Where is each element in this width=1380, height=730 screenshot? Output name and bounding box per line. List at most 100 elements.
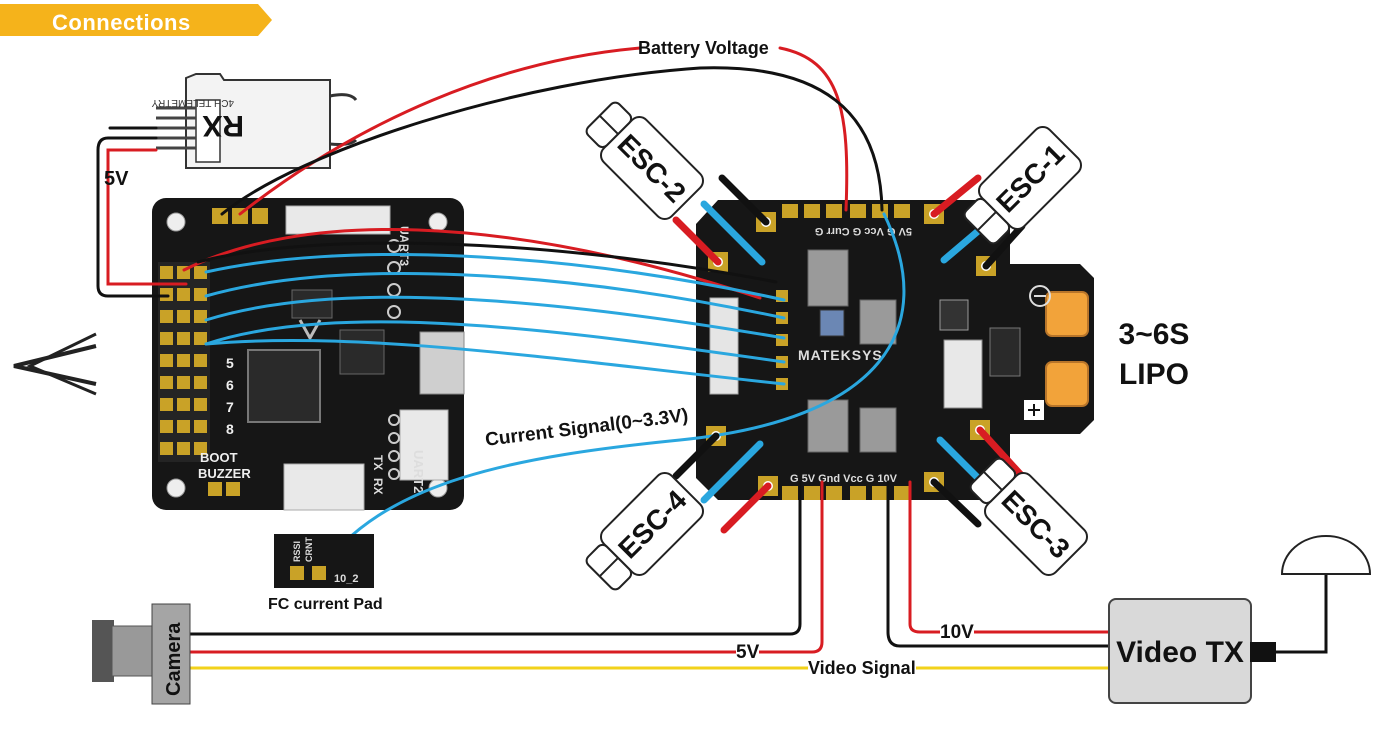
- fc-tx-label: TX: [371, 455, 385, 470]
- pdb-top-pad: [894, 204, 910, 218]
- fc-uart2-pad: [388, 414, 400, 426]
- fc-current-pad-photo: RSSI CRNT 10_2: [274, 534, 374, 588]
- video-signal-label: Video Signal: [808, 658, 916, 679]
- fc-pin-pad: [160, 332, 173, 345]
- fc-pin-pad: [177, 288, 190, 301]
- fc-pin-pad: [160, 354, 173, 367]
- pdb-top-pad-labels: 5V G Vcc G Curr G: [815, 225, 912, 237]
- fc-pin-number: 8: [226, 421, 234, 437]
- vtx-10v-label: 10V: [940, 622, 974, 644]
- wires: [96, 46, 1328, 670]
- esc-body: ESC-4: [585, 471, 705, 591]
- vtx-connector-icon: [1250, 642, 1276, 662]
- esc-wire: [672, 216, 722, 266]
- fc-pin-pad: [177, 332, 190, 345]
- fc-current-pad-label: FC current Pad: [268, 596, 383, 613]
- fc-pin-number: 5: [226, 355, 234, 371]
- rx-5v-label: 5V: [104, 168, 129, 190]
- esc-4: ESC-4: [585, 432, 772, 591]
- pdb-bottom-pad: [782, 486, 798, 500]
- esc-lead-divider: [976, 211, 997, 232]
- camera-label: Camera: [163, 622, 185, 696]
- pdb-top-pad: [782, 204, 798, 218]
- fc-pin-pad: [194, 288, 207, 301]
- fc-side-connector: [399, 409, 449, 481]
- esc-lead-divider: [598, 557, 619, 578]
- pdb-bottom-pad: [804, 486, 820, 500]
- fc-pin-pad: [160, 420, 173, 433]
- pdb-top-pad: [804, 204, 820, 218]
- esc-wire: [982, 222, 1026, 270]
- fc-pin-pad: [194, 266, 207, 279]
- rx-sub-label: 4CH TELEMETRY: [151, 97, 234, 108]
- esc-wire: [976, 426, 1026, 480]
- esc-wire: [700, 440, 764, 504]
- fc-pin-pad: [194, 310, 207, 323]
- lipo-voltage-label: 3~6S: [1118, 318, 1190, 351]
- fc-pin-pad: [160, 376, 173, 389]
- esc-wire: [672, 432, 720, 480]
- fc-rx-label: RX: [371, 478, 385, 495]
- fc-uart2-pad: [388, 432, 400, 444]
- camera: Camera: [92, 603, 191, 705]
- esc-wire: [718, 174, 770, 226]
- fc-mcu-chip: [247, 349, 321, 423]
- fc-uart3-pad: [387, 239, 401, 253]
- banner-shape: [0, 4, 272, 36]
- pdb-top-pad: [826, 204, 842, 218]
- fc-pin-pad: [194, 420, 207, 433]
- fc-boot-label: BOOT: [200, 450, 238, 465]
- pdb-bottom-pad-labels: G 5V Gnd Vcc G 10V: [790, 473, 898, 485]
- esc-wire: [930, 174, 982, 218]
- fc-usb-port: [419, 331, 465, 395]
- fc-buzzer-label: BUZZER: [198, 466, 251, 481]
- fc-pin-pad: [194, 398, 207, 411]
- fc-pin-pad: [194, 354, 207, 367]
- fc-pin-pad: [160, 310, 173, 323]
- fc-pin-number: 6: [226, 377, 234, 393]
- fc-pad-rssi-label: RSSI: [292, 541, 302, 562]
- pdb-bottom-pad: [894, 486, 910, 500]
- fc-pin-pad: [177, 376, 190, 389]
- fc-pin-pad: [160, 398, 173, 411]
- fc-uart2-pad: [388, 450, 400, 462]
- fc-pin-pad: [177, 354, 190, 367]
- fc-pin-pad: [177, 420, 190, 433]
- fc-pin-pad: [177, 310, 190, 323]
- battery-voltage-label: Battery Voltage: [638, 38, 769, 58]
- esc-lead-divider: [982, 470, 1003, 491]
- pdb-bottom-pad: [872, 486, 888, 500]
- video-tx: Video TX: [1108, 598, 1252, 704]
- page-title: Connections: [52, 10, 191, 35]
- fc-pin-pad: [194, 442, 207, 455]
- pdb-bottom-pad: [826, 486, 842, 500]
- pdb-bottom-pad: [850, 486, 866, 500]
- camera-5v-label: 5V: [736, 642, 760, 664]
- esc-wire: [930, 478, 982, 528]
- lipo-xt60-pads: [1024, 285, 1089, 420]
- antenna-icon: [1280, 535, 1372, 575]
- fc-osd-chip: [339, 329, 385, 375]
- fc-bottom-connector: [283, 463, 365, 511]
- fc-uart3-label: UART3: [397, 226, 411, 266]
- lipo-label: LIPO: [1118, 358, 1189, 391]
- rx-receiver: RX 4CH TELEMETRY: [151, 73, 358, 169]
- esc-lead-divider: [598, 114, 619, 135]
- pdb-brand-label: MATEKSYS: [798, 347, 883, 363]
- pdb-top-pad: [850, 204, 866, 218]
- video-tx-label: Video TX: [1116, 636, 1244, 669]
- fc-pin-pad: [160, 442, 173, 455]
- fc-uart2-pad: [388, 468, 400, 480]
- esc-wire: [720, 482, 772, 534]
- title-banner: Connections: [0, 4, 272, 36]
- fc-pin-pad: [194, 332, 207, 345]
- direction-arrow-icon: [13, 332, 97, 396]
- fc-pin-pad: [177, 442, 190, 455]
- fc-uart2-label: UART2: [411, 450, 426, 493]
- fc-uart3-pad: [387, 305, 401, 319]
- rx-name-label: RX: [202, 109, 244, 142]
- fc-pad-crnt-label: CRNT: [304, 537, 314, 562]
